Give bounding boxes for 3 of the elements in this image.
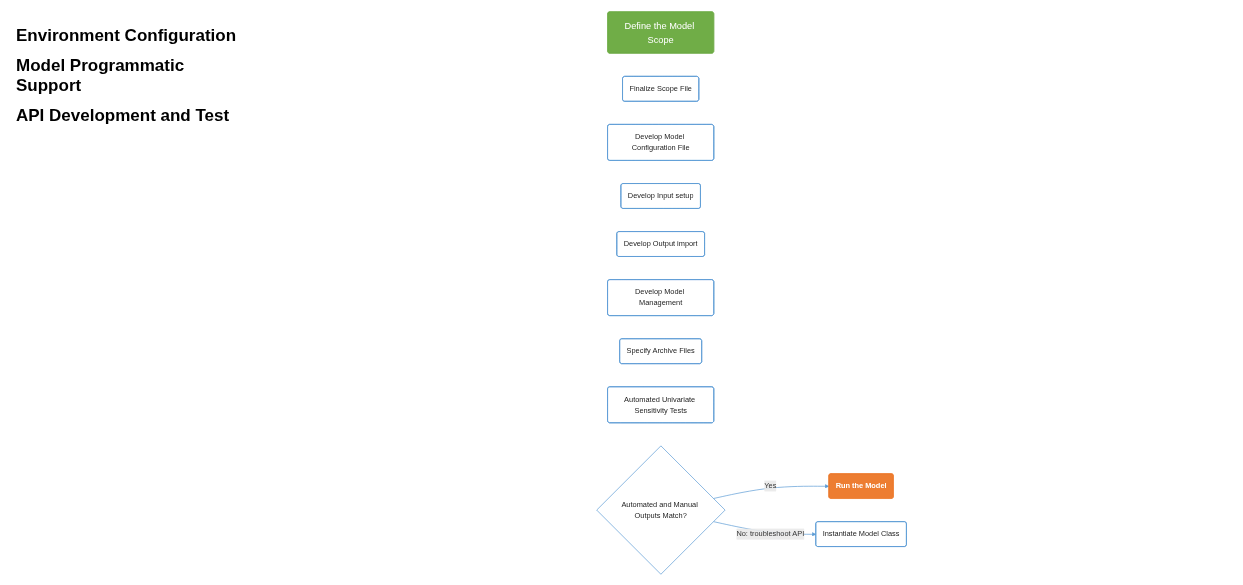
section-heading: API Development and Test: [16, 106, 231, 126]
section-heading: Model Programmatic Support: [16, 56, 186, 96]
section-heading: Environment Configuration: [16, 26, 238, 46]
